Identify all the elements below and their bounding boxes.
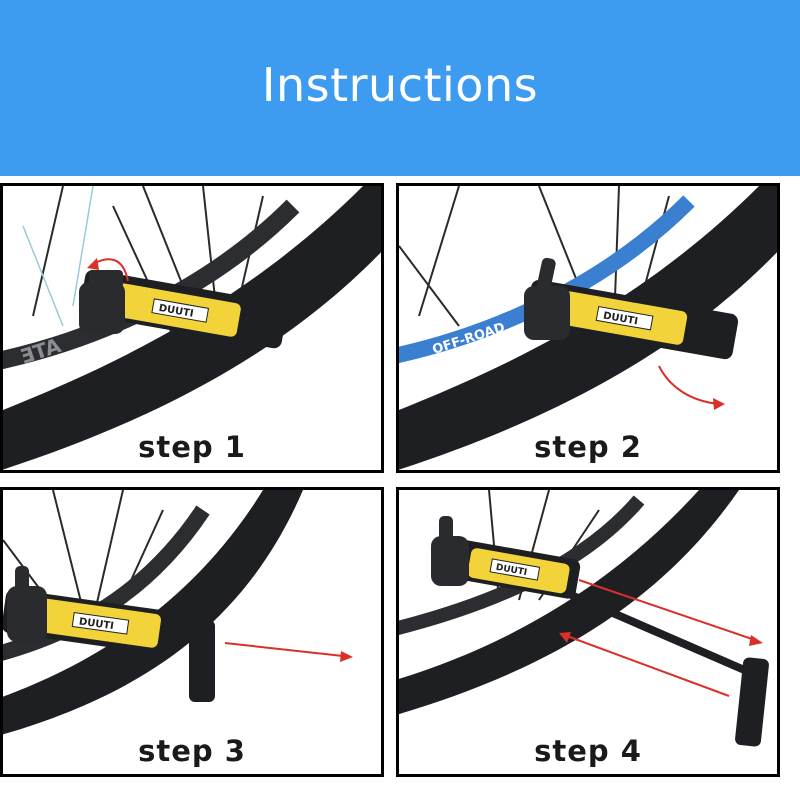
bike-pump: DUUTI bbox=[3, 566, 215, 702]
step-3-label: step 3 bbox=[138, 734, 246, 768]
tire bbox=[399, 490, 739, 715]
instructions-header: Instructions bbox=[0, 0, 800, 176]
step-3-panel: DUUTI step 3 bbox=[0, 487, 384, 777]
step-1-label: step 1 bbox=[138, 430, 246, 464]
svg-text:ƎTA: ƎTA bbox=[17, 333, 64, 369]
tire bbox=[3, 490, 303, 735]
step-2-panel: OFF-ROAD DUUTI step 2 bbox=[396, 183, 780, 473]
bike-pump: DUUTI bbox=[431, 516, 769, 747]
step-3-illustration: DUUTI bbox=[3, 490, 353, 735]
step-2-label: step 2 bbox=[534, 430, 642, 464]
step-1-panel: ƎTA DUUTI step 1 bbox=[0, 183, 384, 473]
bike-pump: DUUTI bbox=[524, 257, 739, 360]
page-title: Instructions bbox=[261, 58, 539, 112]
straight-arrow-icon bbox=[566, 635, 730, 697]
straight-arrow-icon bbox=[578, 579, 756, 641]
step-4-label: step 4 bbox=[534, 734, 642, 768]
rim-text: OFF-ROAD bbox=[431, 320, 508, 358]
pump-handle bbox=[735, 657, 769, 747]
straight-arrow-icon bbox=[224, 642, 344, 657]
step-1-illustration: ƎTA DUUTI bbox=[3, 186, 381, 470]
pump-handle bbox=[189, 620, 215, 702]
pump-brand-label: DUUTI bbox=[78, 616, 114, 632]
step-2-illustration: OFF-ROAD DUUTI bbox=[399, 186, 777, 470]
bike-pump: DUUTI bbox=[79, 269, 288, 349]
curved-arrow-icon bbox=[658, 365, 720, 405]
step-4-illustration: DUUTI bbox=[399, 490, 769, 747]
step-4-panel: DUUTI step 4 bbox=[396, 487, 780, 777]
